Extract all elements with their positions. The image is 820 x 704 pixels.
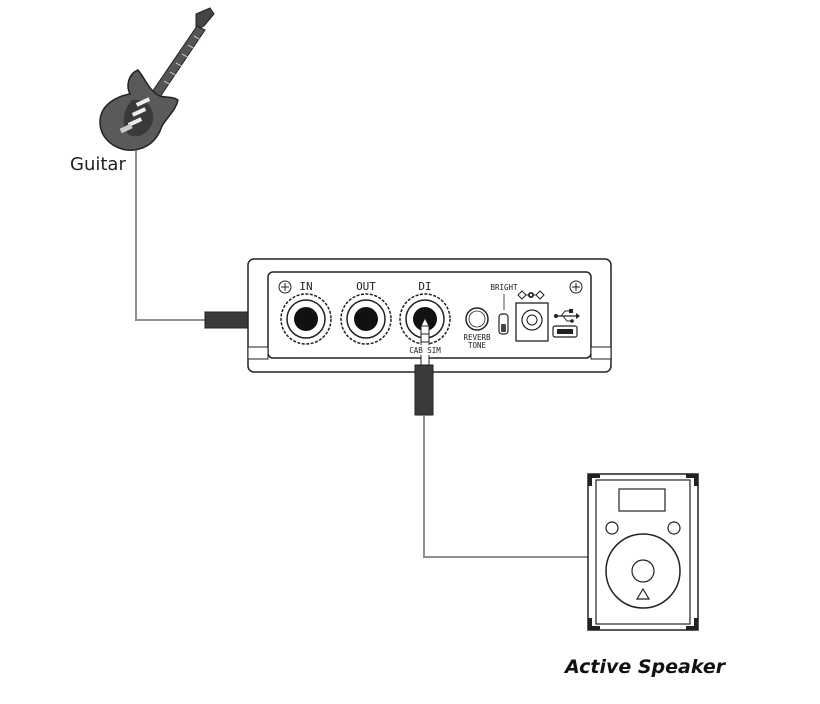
tone-label: TONE	[468, 341, 487, 350]
screw-icon	[278, 280, 292, 294]
power-jack[interactable]	[515, 302, 549, 342]
reverb-label: REVERB	[463, 333, 491, 342]
cab-sim-label: CAB SIM	[409, 346, 441, 355]
reverb-tone-knob[interactable]	[465, 307, 489, 331]
speaker-cable	[423, 415, 591, 558]
out-jack[interactable]	[340, 293, 392, 345]
dc-polarity-icon	[517, 290, 545, 300]
speaker-cabinet-icon	[587, 473, 699, 631]
in-jack[interactable]	[280, 293, 332, 345]
guitar-cable	[135, 150, 206, 321]
bright-label: BRIGHT	[490, 283, 518, 292]
screw-icon	[569, 280, 583, 294]
speaker-label: Active Speaker	[563, 656, 727, 678]
guitar-label: Guitar	[70, 154, 126, 175]
bright-switch[interactable]	[498, 313, 509, 335]
di-jack-label: DI	[418, 280, 431, 293]
guitar-icon	[99, 7, 215, 151]
usb-port[interactable]	[552, 325, 578, 338]
di-box-device: IN OUT DI REVERB TONE BRIGHT	[247, 258, 612, 373]
out-jack-label: OUT	[356, 280, 376, 293]
usb-icon	[554, 309, 580, 323]
in-jack-label: IN	[299, 280, 312, 293]
